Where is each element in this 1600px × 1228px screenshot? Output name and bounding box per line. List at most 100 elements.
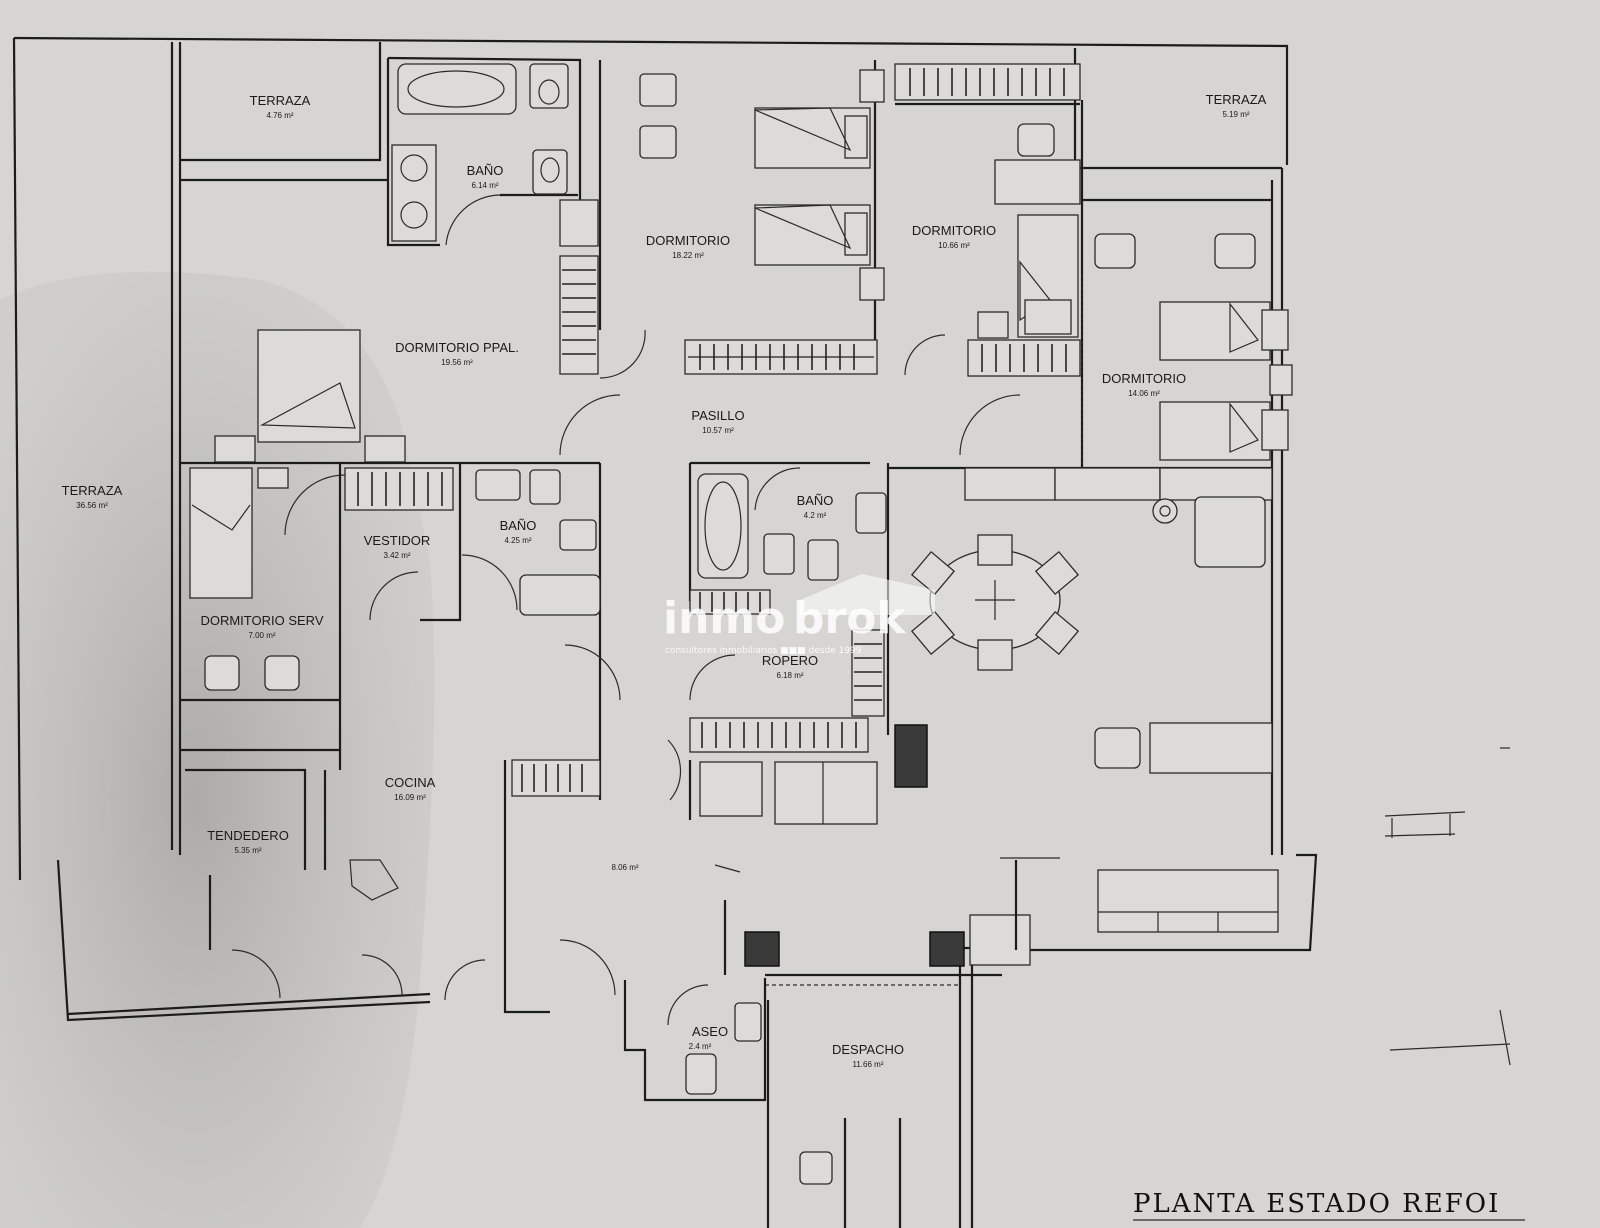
dormitorio-2-room — [894, 63, 1084, 470]
bano-3-name: BAÑO — [500, 518, 537, 533]
terraza-ne-area: 5.19 m² — [1222, 110, 1249, 119]
terraza-w-name: TERRAZA — [62, 483, 123, 498]
armchair — [639, 73, 677, 107]
bano-3-area: 4.25 m² — [504, 536, 531, 545]
dormitorio-1-area: 18.22 m² — [672, 251, 704, 260]
terraza-nw-area: 4.76 m² — [266, 111, 293, 120]
room-labels: TERRAZA 4.76 m² TERRAZA 5.19 m² TERRAZA … — [62, 92, 1267, 1069]
vestidor-name: VESTIDOR — [364, 533, 430, 548]
dormitorio-2-area: 10.66 m² — [938, 241, 970, 250]
kitchen-cabinets — [511, 759, 601, 797]
bano-1-name: BAÑO — [467, 163, 504, 178]
dormitorio-2-name: DORMITORIO — [912, 223, 996, 238]
chair — [977, 639, 1013, 671]
wardrobe — [894, 63, 1081, 101]
vestidor-area: 3.42 m² — [383, 551, 410, 560]
ropero-name: ROPERO — [762, 653, 818, 668]
hall-area — [559, 739, 1002, 996]
fireplace-symbol — [1152, 498, 1178, 524]
wardrobe — [689, 717, 869, 753]
aseo-name: ASEO — [692, 1024, 728, 1039]
armchair — [639, 125, 677, 159]
watermark-tagline: consultores inmobiliarios ■■■ desde 1999 — [665, 646, 862, 656]
aseo-room — [623, 978, 767, 1102]
bidet — [529, 469, 561, 505]
wardrobe — [344, 467, 454, 511]
bed — [257, 329, 361, 443]
bathtub — [397, 63, 517, 115]
chair — [204, 655, 240, 691]
shower-tray — [519, 574, 601, 616]
cocina-area: 16.09 m² — [394, 793, 426, 802]
vestidor-room — [284, 463, 462, 622]
chair — [977, 534, 1013, 566]
dormitorio-ppal-area: 19.56 m² — [441, 358, 473, 367]
sink — [734, 1002, 762, 1042]
sheet-title: PLANTA ESTADO REFOI — [1133, 1189, 1500, 1219]
chair — [264, 655, 300, 691]
cocina-name: COCINA — [385, 775, 436, 790]
dormitorio-1-name: DORMITORIO — [646, 233, 730, 248]
terraza-w-area: 36.56 m² — [76, 501, 108, 510]
toilet — [559, 519, 597, 551]
watermark-brand-light: inmo — [663, 593, 785, 644]
ropero-area: 6.18 m² — [776, 671, 803, 680]
bed — [1159, 301, 1271, 361]
living-dining-room — [744, 466, 1279, 967]
kitchen-fixture — [349, 859, 399, 901]
sink — [475, 469, 521, 501]
toilet — [685, 1053, 717, 1095]
despacho-name: DESPACHO — [832, 1042, 904, 1057]
bed — [189, 467, 253, 599]
watermark-brand-bold: brok — [793, 593, 907, 644]
toilet — [529, 63, 569, 109]
armchair — [1194, 496, 1266, 568]
building-icon — [800, 574, 935, 615]
aseo-area: 2.4 m² — [689, 1042, 712, 1051]
cabinet — [969, 914, 1031, 966]
dormitorio-1-room — [559, 60, 885, 375]
chair — [910, 550, 956, 596]
door-swing — [445, 194, 501, 246]
bathtub — [697, 473, 749, 579]
tendedero-room — [185, 768, 307, 999]
terraza-nw-name: TERRAZA — [250, 93, 311, 108]
plant-icon — [894, 724, 928, 788]
dormitorio-serv-name: DORMITORIO SERV — [200, 613, 323, 628]
ropero-room — [688, 589, 885, 825]
bidet — [807, 539, 839, 581]
bano-2-area: 4.2 m² — [804, 511, 827, 520]
watermark-logo: inmo brok consultores inmobiliarios ■■■ … — [663, 574, 935, 656]
toilet — [763, 533, 795, 575]
chair — [910, 610, 956, 656]
sofa — [774, 761, 878, 825]
dormitorio-3-room — [1081, 198, 1293, 465]
armchair — [1094, 727, 1141, 769]
double-sink — [391, 144, 437, 242]
sink — [855, 492, 887, 534]
bed — [1159, 401, 1271, 461]
dormitorio-ppal-name: DORMITORIO PPAL. — [395, 340, 519, 355]
pasillo-area — [559, 329, 1021, 800]
dormitorio-serv-area: 7.00 m² — [248, 631, 275, 640]
margin-marks — [1384, 747, 1511, 1066]
cabinet — [699, 761, 763, 817]
exterior-walls — [12, 36, 1318, 1228]
chair — [1034, 550, 1080, 596]
bidet — [532, 149, 568, 195]
sideboard — [1097, 869, 1279, 933]
chair — [1214, 233, 1256, 269]
bano-1-room — [386, 56, 582, 247]
plant-icon — [929, 931, 965, 967]
chair — [1017, 123, 1055, 157]
despacho-area: 11.66 m² — [853, 1060, 884, 1069]
despacho-room — [766, 1000, 902, 1228]
dormitorio-ppal-room — [180, 178, 600, 465]
dormitorio-serv-room — [180, 463, 342, 770]
terraza-ne-name: TERRAZA — [1206, 92, 1267, 107]
bano-3-room — [461, 469, 601, 616]
shelf — [689, 589, 771, 615]
pasillo-area: 10.57 m² — [702, 426, 734, 435]
tendedero-area: 5.35 m² — [234, 846, 261, 855]
